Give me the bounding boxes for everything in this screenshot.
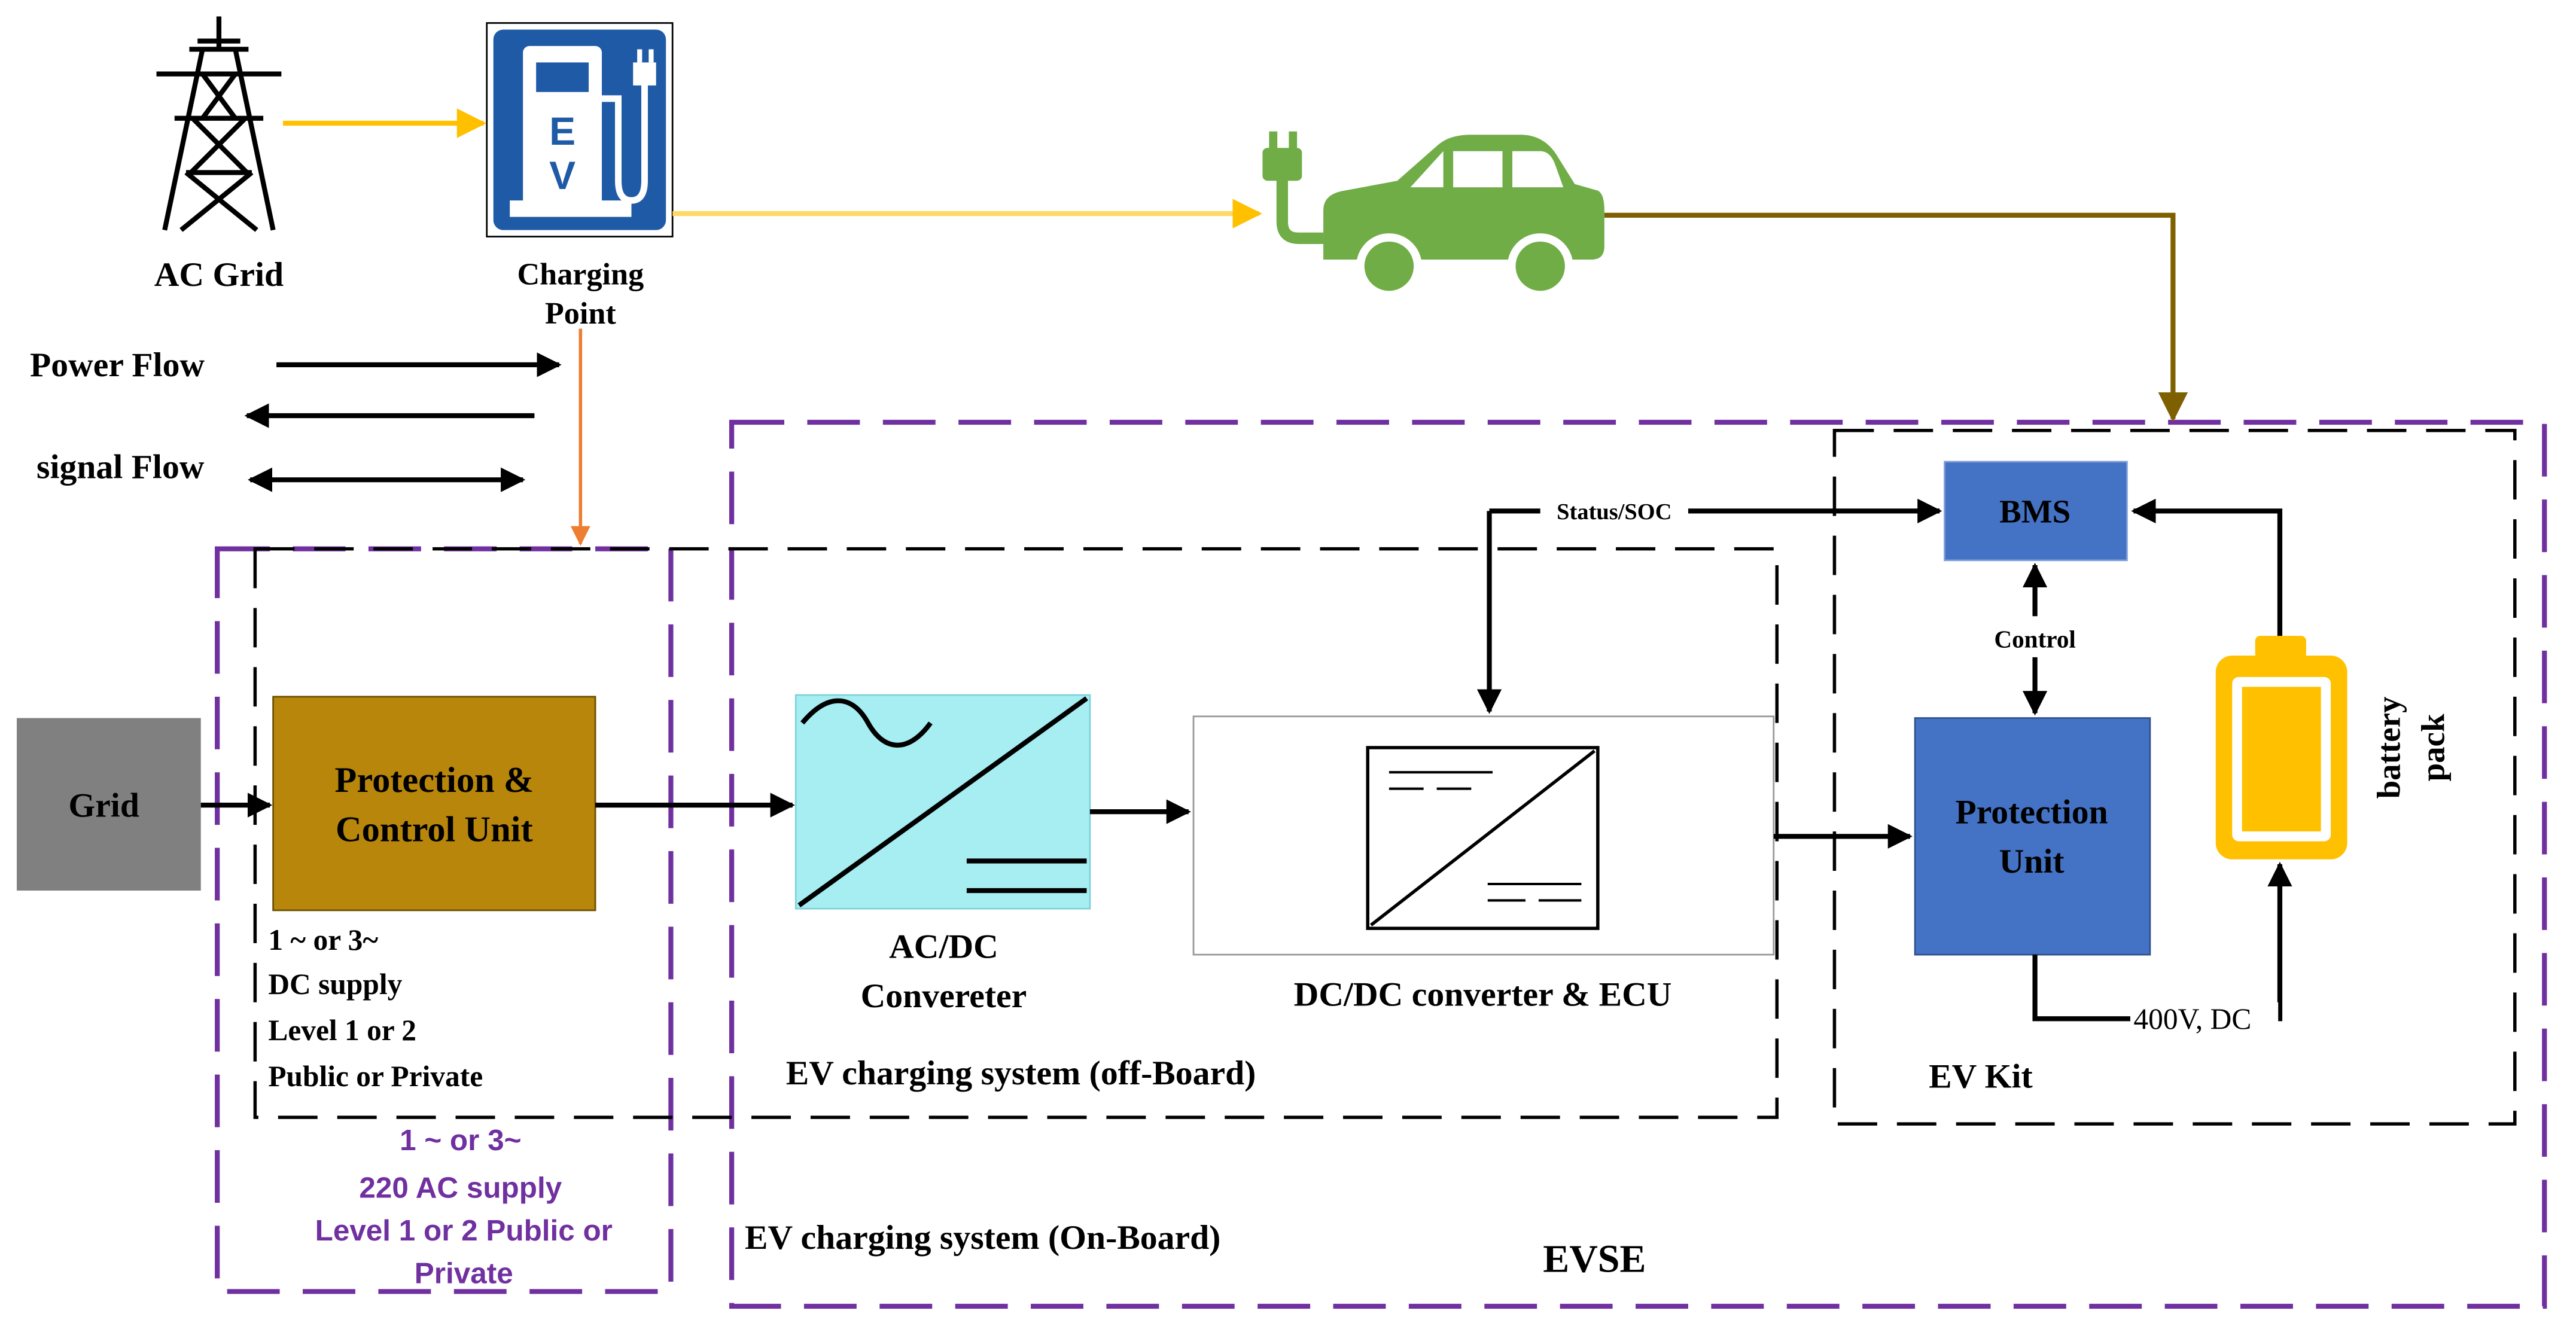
protection-unit-block <box>1914 717 2151 956</box>
acdc-label-line2: Convereter <box>861 977 1027 1015</box>
evse-region <box>729 419 2547 1309</box>
protection-control-label-line2: Control Unit <box>336 810 533 850</box>
ac-supply-note-line2: 220 AC supply <box>359 1172 562 1205</box>
off-board-label: EV charging system (off-Board) <box>786 1054 1256 1092</box>
transmission-tower-icon <box>156 16 282 232</box>
charging-point-label-line1: Charging <box>517 257 644 291</box>
voltage-label: 400V, DC <box>2133 1002 2251 1035</box>
protection-control-label-line1: Protection & <box>334 760 534 800</box>
evse-label: EVSE <box>1543 1237 1646 1281</box>
acdc-label-line1: AC/DC <box>889 928 998 966</box>
bms-block <box>1944 461 2128 562</box>
grid-block <box>17 718 201 891</box>
supply-note-line3: Level 1 or 2 <box>268 1014 416 1047</box>
battery-to-bms-arrow <box>2131 498 2283 638</box>
dcdc-converter-icon <box>1366 746 1600 930</box>
supply-note-line4: Public or Private <box>268 1060 483 1093</box>
control-label: Control <box>1994 625 2076 653</box>
supply-note-line2: DC supply <box>268 968 402 1001</box>
charging-point-label-line2: Point <box>545 296 616 331</box>
bms-label: BMS <box>1999 493 2070 530</box>
ac-supply-note-line3: Level 1 or 2 Public or <box>315 1214 613 1247</box>
legend-power-flow-label: Power Flow <box>30 346 205 384</box>
ev-sign-letter-v: V <box>549 153 576 197</box>
on-board-label: EV charging system (On-Board) <box>745 1219 1220 1257</box>
off-board-region <box>253 547 1779 1119</box>
ev-charging-sign-icon: E V <box>486 22 674 237</box>
protection-unit-label-line2: Unit <box>1999 843 2065 880</box>
battery-label-line1: battery <box>2370 697 2407 799</box>
ev-kit-region <box>1832 429 2517 1126</box>
supply-note-line1: 1 ~ or 3~ <box>268 923 378 956</box>
acdc-converter-icon <box>794 694 1091 910</box>
status-soc-label-bg <box>1540 496 1688 526</box>
ev-sign-letter-e: E <box>549 109 576 153</box>
ac-supply-note-line1: 1 ~ or 3~ <box>400 1124 521 1157</box>
battery-label-line2: pack <box>2415 714 2452 781</box>
dcdc-label: DC/DC converter & ECU <box>1294 976 1672 1013</box>
ev-kit-label: EV Kit <box>1929 1058 2033 1096</box>
car-to-evkit-arrow <box>1604 212 2188 422</box>
status-soc-label: Status/SOC <box>1557 499 1671 525</box>
grid-block-label: Grid <box>68 787 139 824</box>
voltage-label-bg <box>2130 1002 2279 1032</box>
battery-pack-icon <box>2215 636 2347 859</box>
ac-supply-note-line4: Private <box>415 1257 513 1290</box>
protection-control-unit-block <box>272 696 596 912</box>
electric-car-icon <box>1262 131 1604 299</box>
ac-grid-label: AC Grid <box>154 256 284 294</box>
legend-signal-flow-label: signal Flow <box>36 448 205 486</box>
protection-unit-label-line1: Protection <box>1955 793 2108 831</box>
